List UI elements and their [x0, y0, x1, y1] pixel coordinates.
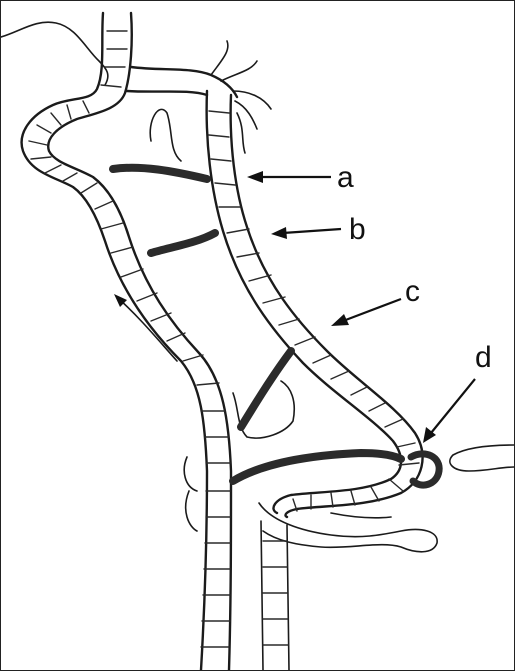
- connector-band-1: [113, 168, 207, 179]
- tissue-outline-right: [450, 445, 514, 471]
- tissue-outline-top-left: [1, 22, 108, 85]
- lower-vessel-stub: [261, 521, 289, 670]
- arrow-c: [331, 299, 401, 326]
- arrow-a: [247, 171, 331, 183]
- label-a: a: [337, 161, 354, 194]
- label-b: b: [349, 213, 366, 246]
- main-vessel-left-outer: [22, 13, 207, 670]
- lower-organ-inner: [331, 513, 391, 518]
- arrow-b: [271, 227, 341, 239]
- organ-outline: [150, 109, 181, 161]
- main-vessel-left-inner: [48, 13, 231, 670]
- main-vessel-left-texture: [29, 31, 230, 647]
- lower-vessel-stub-texture: [263, 541, 288, 645]
- upper-branch-inner: [127, 91, 207, 95]
- ring-structure: [411, 454, 439, 485]
- side-pointer: [119, 299, 177, 361]
- arrow-d: [423, 379, 475, 443]
- connector-band-4: [233, 453, 401, 481]
- label-c: c: [405, 275, 420, 308]
- label-d: d: [475, 341, 492, 374]
- connector-band-3: [241, 351, 291, 427]
- connector-band-2: [151, 233, 215, 253]
